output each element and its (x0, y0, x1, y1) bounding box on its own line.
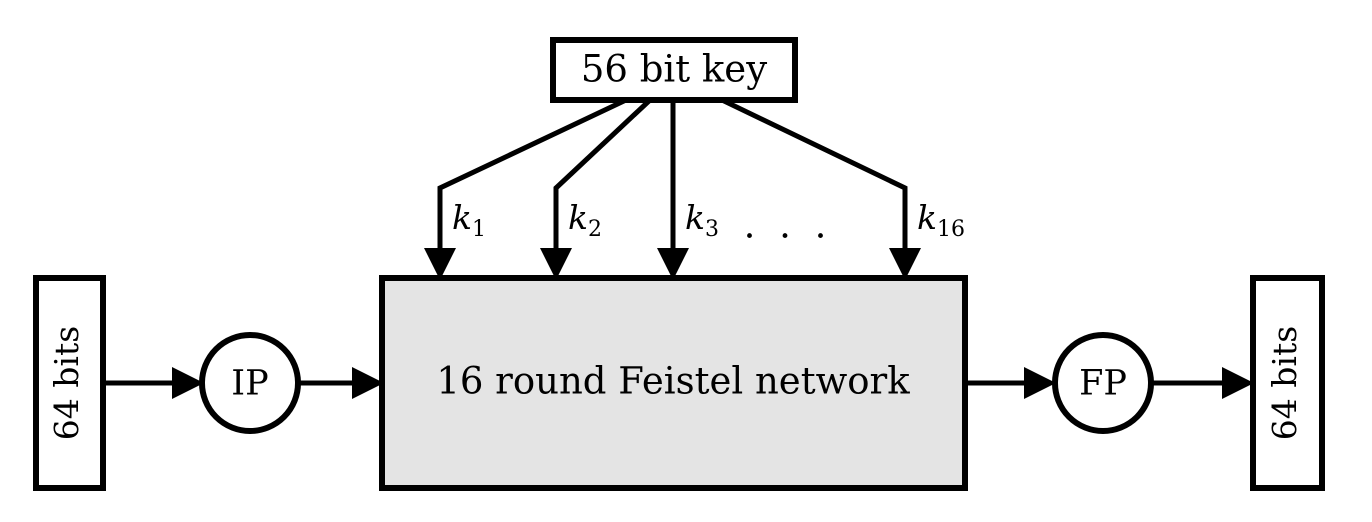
arrowhead-k1 (424, 248, 456, 280)
input-box-group: 64 bits (33, 275, 106, 491)
round-key-label-k3: k3 (685, 198, 719, 242)
key-box-label: 56 bit key (581, 48, 767, 91)
key-line-k16 (720, 97, 908, 268)
key-fanout-lines (424, 97, 921, 280)
round-key-labels: k1 k2 k3 k16 . . . (452, 198, 965, 247)
key-box-group: 56 bit key (550, 37, 798, 103)
key-line-k1 (437, 97, 628, 268)
round-key-base-k2: k (568, 198, 588, 237)
round-key-label-k16: k16 (917, 198, 965, 242)
round-key-sub-k2: 2 (588, 217, 602, 242)
arrowhead-fp-to-output (1222, 367, 1254, 399)
input-box-label: 64 bits (47, 326, 86, 440)
arrowhead-input-to-ip (172, 367, 204, 399)
arrowhead-feistel-to-fp (1024, 367, 1056, 399)
fp-node-label: FP (1079, 364, 1127, 404)
ip-node-group: IP (199, 332, 301, 434)
output-box-group: 64 bits (1250, 275, 1325, 491)
round-key-ellipsis: . . . (744, 204, 833, 247)
arrowhead-k2 (540, 248, 572, 280)
round-key-base-k1: k (452, 198, 472, 237)
output-box-label: 64 bits (1265, 326, 1304, 440)
ip-node-label: IP (231, 364, 268, 404)
fp-node-group: FP (1052, 332, 1154, 434)
feistel-box-label: 16 round Feistel network (436, 360, 910, 403)
round-key-sub-k16: 16 (937, 217, 965, 242)
round-key-label-k2: k2 (568, 198, 602, 242)
round-key-base-k3: k (685, 198, 705, 237)
feistel-box-group: 16 round Feistel network (379, 275, 968, 491)
output-box (1250, 275, 1325, 491)
round-key-base-k16: k (917, 198, 937, 237)
arrowhead-ip-to-feistel (352, 367, 384, 399)
edge-fp-to-output (1151, 367, 1254, 399)
feistel-box (379, 275, 968, 491)
edge-input-to-ip (103, 367, 204, 399)
key-line-k2 (553, 98, 652, 268)
edge-ip-to-feistel (298, 367, 384, 399)
edge-feistel-to-fp (965, 367, 1056, 399)
round-key-sub-k3: 3 (705, 217, 719, 242)
arrowhead-k3 (657, 248, 689, 280)
arrowhead-k16 (889, 248, 921, 280)
round-key-label-k1: k1 (452, 198, 486, 242)
round-key-sub-k1: 1 (472, 217, 486, 242)
